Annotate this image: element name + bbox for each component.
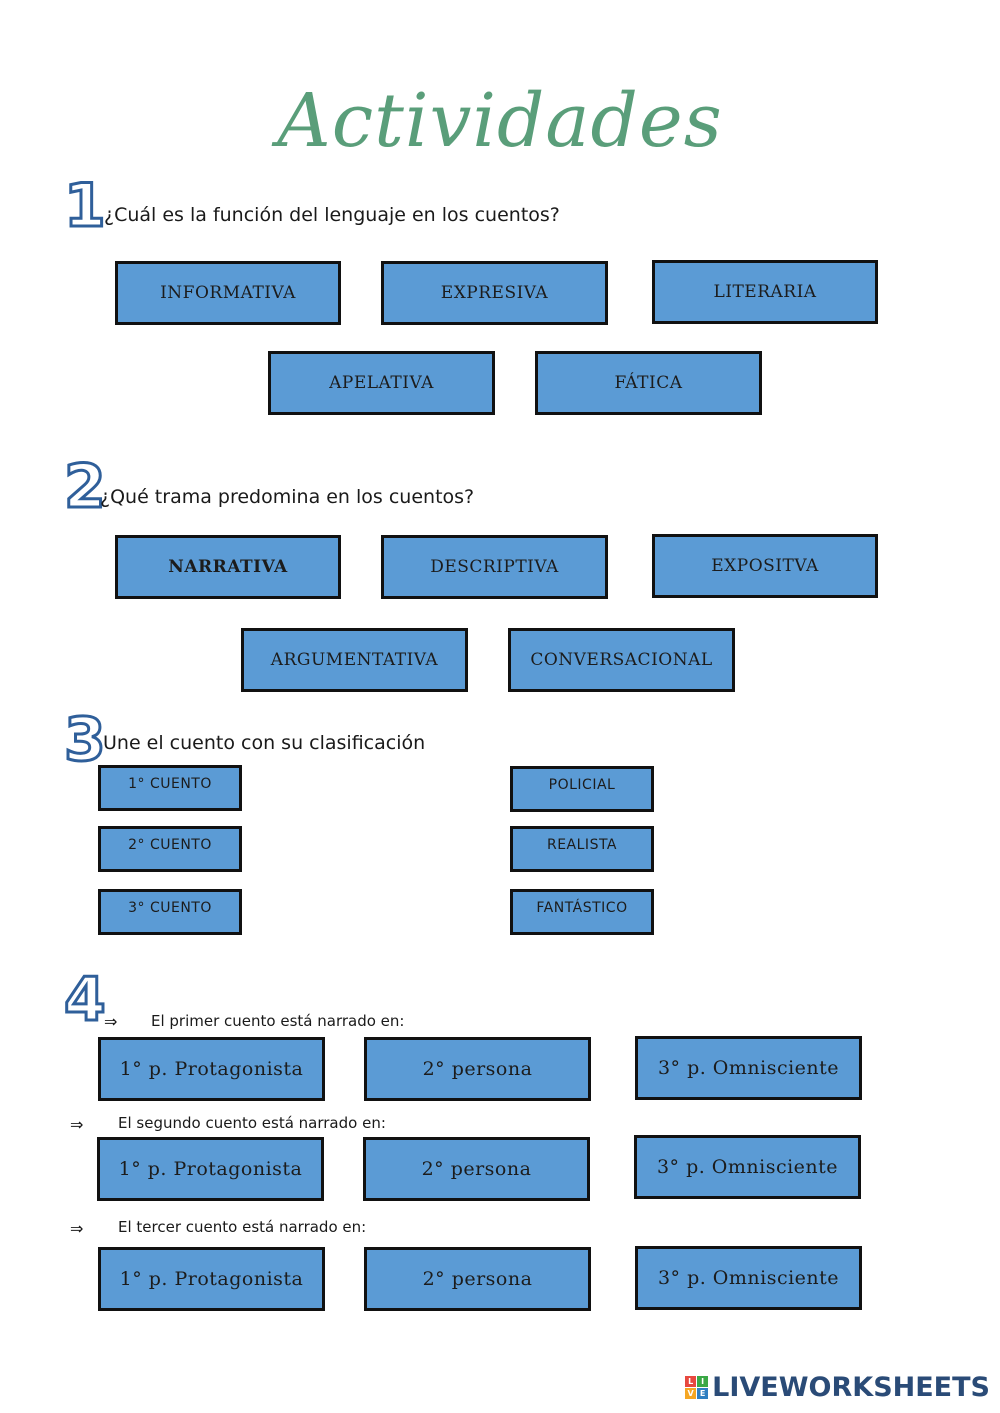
row-1-prompt: El primer cuento está narrado en:	[151, 1012, 405, 1030]
row-3-option-1[interactable]: 1° p. Protagonista	[98, 1247, 325, 1311]
row-1-option-2[interactable]: 2° persona	[364, 1037, 591, 1101]
row-1-option-1[interactable]: 1° p. Protagonista	[98, 1037, 325, 1101]
match-left-3[interactable]: 3° CUENTO	[98, 889, 242, 935]
option-expresiva[interactable]: EXPRESIVA	[381, 261, 608, 325]
section-1-question: ¿Cuál es la función del lenguaje en los …	[104, 204, 560, 226]
match-right-fantastico[interactable]: FANTÁSTICO	[510, 889, 654, 935]
match-left-2[interactable]: 2° CUENTO	[98, 826, 242, 872]
option-argumentativa[interactable]: ARGUMENTATIVA	[241, 628, 468, 692]
arrow-icon: ⇒	[70, 1219, 84, 1238]
option-fatica[interactable]: FÁTICA	[535, 351, 762, 415]
match-right-policial[interactable]: POLICIAL	[510, 766, 654, 812]
section-3-question: Une el cuento con su clasificación	[103, 732, 426, 754]
section-4-number: 4	[63, 965, 108, 1035]
liveworksheets-logo-icon: L I V E	[685, 1376, 709, 1399]
section-3-number: 3	[63, 705, 108, 775]
section-2-question: ¿Qué trama predomina en los cuentos?	[100, 486, 475, 508]
option-informativa[interactable]: INFORMATIVA	[115, 261, 341, 325]
match-right-realista[interactable]: REALISTA	[510, 826, 654, 872]
arrow-icon: ⇒	[104, 1012, 118, 1031]
option-literaria[interactable]: LITERARIA	[652, 260, 878, 324]
section-2-number: 2	[63, 452, 108, 522]
option-apelativa[interactable]: APELATIVA	[268, 351, 495, 415]
option-descriptiva[interactable]: DESCRIPTIVA	[381, 535, 608, 599]
row-2-option-2[interactable]: 2° persona	[363, 1137, 590, 1201]
row-2-option-1[interactable]: 1° p. Protagonista	[97, 1137, 324, 1201]
row-2-prompt: El segundo cuento está narrado en:	[118, 1114, 386, 1132]
liveworksheets-logo: L I V E LIVEWORKSHEETS	[685, 1372, 990, 1403]
match-left-1[interactable]: 1° CUENTO	[98, 765, 242, 811]
row-1-option-3[interactable]: 3° p. Omnisciente	[635, 1036, 862, 1100]
liveworksheets-logo-text: LIVEWORKSHEETS	[712, 1372, 990, 1403]
option-narrativa[interactable]: NARRATIVA	[115, 535, 341, 599]
row-2-option-3[interactable]: 3° p. Omnisciente	[634, 1135, 861, 1199]
section-1-number: 1	[63, 171, 108, 241]
option-conversacional[interactable]: CONVERSACIONAL	[508, 628, 735, 692]
row-3-option-2[interactable]: 2° persona	[364, 1247, 591, 1311]
arrow-icon: ⇒	[70, 1115, 84, 1134]
row-3-prompt: El tercer cuento está narrado en:	[118, 1218, 367, 1236]
page-title: Actividades	[277, 78, 723, 164]
option-expositva[interactable]: EXPOSITVA	[652, 534, 878, 598]
row-3-option-3[interactable]: 3° p. Omnisciente	[635, 1246, 862, 1310]
